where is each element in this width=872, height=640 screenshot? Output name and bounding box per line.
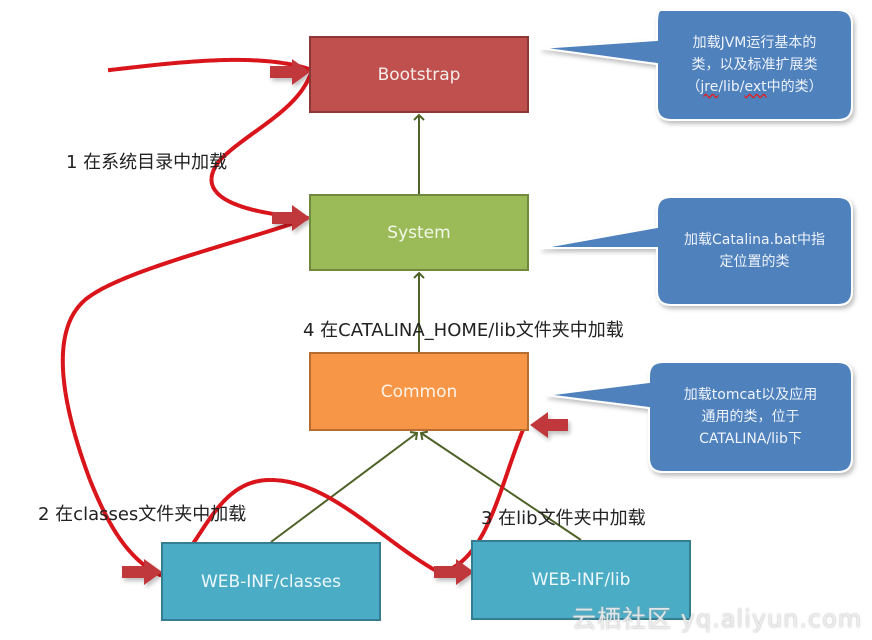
callout-bootstrap-line1: 加载JVM运行基本的 [692, 35, 817, 51]
watermark: 云栖社区 yq.aliyun.com [572, 605, 863, 633]
step-1-label: 1 在系统目录中加载 [66, 152, 228, 173]
arrow-into-system [272, 205, 310, 231]
callout-bootstrap-text: 加载JVM运行基本的 类，以及标准扩展类 （jre/lib/ext中的类） [657, 32, 852, 98]
arrow-into-webinf-classes [122, 559, 162, 585]
node-bootstrap-label: Bootstrap [377, 64, 461, 85]
step-4-label: 4 在CATALINA_HOME/lib文件夹中加载 [303, 320, 624, 341]
callout-system-text: 加载Catalina.bat中指 定位置的类 [657, 229, 852, 273]
node-common: Common [309, 352, 529, 431]
callout-common [545, 361, 853, 473]
paren-close-text: 中的类） [766, 79, 823, 95]
jre-text: jre [700, 79, 719, 95]
step-3-label: 3 在lib文件夹中加载 [481, 508, 646, 529]
connector-classes-to-common [270, 430, 419, 543]
node-webinf-classes-label: WEB-INF/classes [200, 571, 342, 592]
callout-common-line2: 通用的类，位于 [701, 409, 800, 425]
callout-bootstrap-line3: （jre/lib/ext中的类） [657, 76, 852, 98]
callout-system-line1: 加载Catalina.bat中指 [683, 232, 826, 248]
node-webinf-lib-label: WEB-INF/lib [531, 570, 631, 590]
node-system: System [309, 194, 529, 271]
callout-bootstrap-line2: 类，以及标准扩展类 [691, 57, 818, 73]
arrow-into-common [530, 412, 568, 438]
arrow-into-bootstrap [270, 59, 310, 85]
callout-common-text: 加载tomcat以及应用 通用的类，位于 CATALINA/lib下 [649, 384, 852, 450]
callout-common-line3: CATALINA/lib下 [699, 431, 802, 447]
node-webinf-lib: WEB-INF/lib [471, 540, 691, 620]
search-order-dotted-path [60, 57, 531, 578]
arrow-into-webinf-lib [434, 559, 474, 585]
step-2-label: 2 在classes文件夹中加载 [38, 504, 247, 525]
node-common-label: Common [380, 381, 458, 402]
callout-system [539, 196, 853, 306]
callout-common-line1: 加载tomcat以及应用 [683, 387, 818, 403]
node-bootstrap: Bootstrap [309, 36, 529, 113]
lib-text: /lib/ [718, 79, 745, 95]
paren-open: （ [686, 79, 701, 95]
callout-system-line2: 定位置的类 [719, 254, 790, 270]
callout-bootstrap [539, 9, 853, 121]
ext-text: ext [744, 79, 767, 95]
node-system-label: System [387, 222, 451, 243]
node-webinf-classes: WEB-INF/classes [161, 542, 381, 621]
